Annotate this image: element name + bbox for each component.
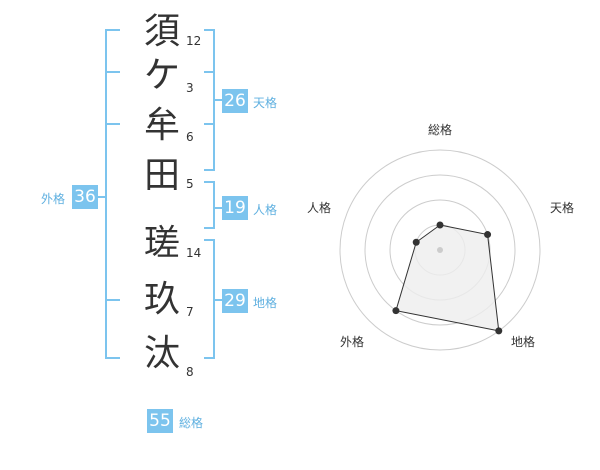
radar-axis-label-soukaku: 総格 <box>428 123 453 137</box>
radar-ring <box>364 174 516 326</box>
name-char-7: 汰 <box>143 333 180 374</box>
name-char-4: 田 <box>143 155 180 196</box>
chikaku-label: 地格 <box>253 296 278 310</box>
stroke-count-6: 7 <box>186 305 194 319</box>
radar-polygon <box>395 224 500 332</box>
tenkaku-label: 天格 <box>253 96 278 110</box>
radar-axis-label-chikaku: 地格 <box>511 335 536 349</box>
name-char-5: 瑳 <box>143 223 180 264</box>
chikaku-value-badge: 29 <box>222 289 248 313</box>
radar-point-1 <box>436 221 444 229</box>
radar-axis-label-gaikaku: 外格 <box>340 335 365 349</box>
name-char-2: ケ <box>143 55 180 96</box>
tenkaku-value-badge: 26 <box>222 89 248 113</box>
radar-axis-label-jinkaku: 人格 <box>307 201 332 215</box>
radar-axis-label-tenkaku: 天格 <box>550 201 575 215</box>
soukaku-label: 総格 <box>179 416 204 430</box>
jinkaku-value-badge: 19 <box>222 196 248 220</box>
radar-point-3 <box>495 327 503 335</box>
stroke-count-4: 5 <box>186 177 194 191</box>
stroke-count-3: 6 <box>186 130 194 144</box>
gaikaku-value-badge: 36 <box>72 185 98 209</box>
radar-center-dot <box>437 247 443 253</box>
stroke-count-7: 8 <box>186 365 194 379</box>
name-char-1: 須 <box>143 11 180 52</box>
name-char-6: 玖 <box>143 279 180 320</box>
soukaku-value-badge: 55 <box>147 409 173 433</box>
stroke-count-5: 14 <box>186 246 202 260</box>
stroke-count-1: 12 <box>186 34 202 48</box>
radar-point-5 <box>412 238 420 246</box>
stroke-count-2: 3 <box>186 81 194 95</box>
jinkaku-label: 人格 <box>253 203 278 217</box>
jinkaku-bracket <box>204 181 215 229</box>
radar-point-2 <box>484 231 492 239</box>
gaikaku-label: 外格 <box>41 192 66 206</box>
radar-point-4 <box>392 307 400 315</box>
radar-ring <box>339 149 541 351</box>
name-char-3: 牟 <box>143 105 180 146</box>
gaikaku-outer-bracket <box>105 29 120 359</box>
